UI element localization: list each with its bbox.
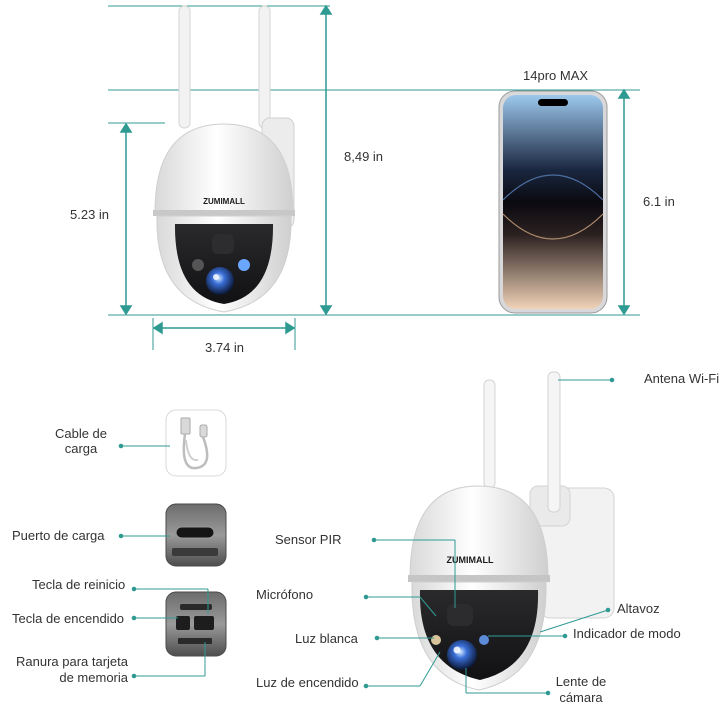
camera-small: ZUMIMALL [153, 5, 295, 313]
label-camera-height: 5.23 in [70, 207, 110, 222]
label-camera-width: 3.74 in [205, 340, 245, 355]
camera-large: ZUMIMALL [408, 371, 615, 691]
dimension-guides [108, 5, 640, 316]
charging-port-thumbnail [165, 503, 227, 567]
total-height-dimension [319, 4, 333, 316]
label-power-key: Tecla de encendido [12, 611, 125, 626]
label-total-height: 8,49 in [344, 149, 384, 164]
label-cable: Cable de carga [54, 426, 108, 456]
label-white-light: Luz blanca [295, 631, 358, 646]
phone-height-dimension [617, 88, 631, 316]
label-wifi-antenna: Antena Wi-Fi [644, 371, 720, 386]
label-pir-sensor: Sensor PIR [275, 532, 342, 547]
label-power-light: Luz de encendido [256, 675, 359, 690]
label-phone-model: 14pro MAX [523, 68, 589, 83]
camera-large-brand: ZUMIMALL [447, 555, 494, 565]
label-phone-height: 6.1 in [643, 194, 675, 209]
camera-width-dimension [152, 318, 296, 350]
cable-thumbnail [165, 409, 227, 477]
accessory-leaders [118, 443, 209, 679]
label-microphone: Micrófono [256, 587, 314, 602]
label-memory-slot: Ranura para tarjeta de memoria [15, 654, 128, 685]
phone [498, 90, 608, 314]
label-camera-lens: Lente de cámara [555, 674, 607, 705]
camera-small-brand: ZUMIMALL [203, 197, 245, 206]
label-reset-key: Tecla de reinicio [32, 577, 126, 592]
label-speaker: Altavoz [617, 601, 660, 616]
feature-leaders [363, 377, 615, 696]
label-charging-port: Puerto de carga [12, 528, 105, 543]
camera-height-dimension [119, 122, 133, 316]
buttons-thumbnail [165, 591, 227, 657]
label-mode-indicator: Indicador de modo [573, 626, 681, 641]
